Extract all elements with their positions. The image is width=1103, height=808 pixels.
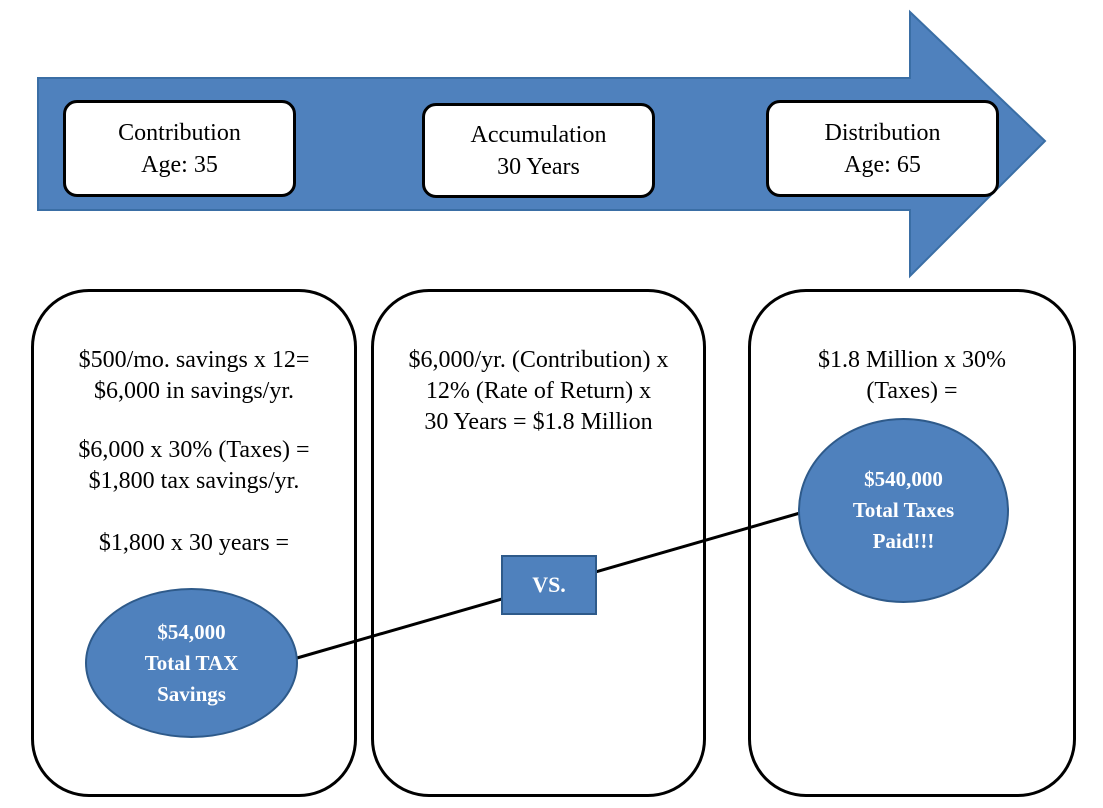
taxes-paid-label-2: Paid!!!: [872, 529, 935, 553]
tax-savings-label-1: Total TAX: [144, 650, 239, 675]
contribution-line-5: $1,800 x 30 years =: [98, 530, 290, 556]
contribution-line-3: $6,000 x 30% (Taxes) =: [78, 437, 310, 463]
stage-contribution-title: Contribution: [118, 119, 241, 146]
contribution-line-2: $6,000 in savings/yr.: [93, 378, 294, 404]
stage-distribution-title: Distribution: [824, 119, 941, 146]
stage-distribution: Distribution Age: 65: [766, 100, 999, 197]
accumulation-calc: $6,000/yr. (Contribution) x 12% (Rate of…: [374, 345, 703, 438]
accumulation-line-2: 12% (Rate of Return) x: [425, 378, 652, 404]
vs-badge: VS.: [501, 555, 597, 615]
stage-accumulation: Accumulation 30 Years: [422, 103, 655, 198]
distribution-line-1: $1.8 Million x 30%: [817, 347, 1006, 373]
taxes-paid-amount: $540,000: [864, 467, 943, 491]
accumulation-line-3: 30 Years = $1.8 Million: [424, 409, 653, 435]
stage-contribution-age: Age: 35: [141, 151, 218, 178]
stage-accumulation-title: Accumulation: [470, 121, 607, 148]
distribution-line-2: (Taxes) =: [866, 378, 958, 404]
stage-contribution: Contribution Age: 35: [63, 100, 296, 197]
contribution-line-1: $500/mo. savings x 12=: [78, 347, 310, 373]
taxes-paid-circle: $540,000 Total Taxes Paid!!!: [798, 418, 1009, 603]
stage-distribution-age: Age: 65: [844, 151, 921, 178]
contribution-calc-2: $6,000 x 30% (Taxes) = $1,800 tax saving…: [34, 435, 354, 497]
contribution-calc-3: $1,800 x 30 years =: [34, 528, 354, 559]
accumulation-line-1: $6,000/yr. (Contribution) x: [408, 347, 669, 373]
contribution-line-4: $1,800 tax savings/yr.: [88, 468, 300, 494]
vs-label: VS.: [532, 572, 566, 597]
tax-savings-amount: $54,000: [157, 619, 226, 644]
panel-accumulation: $6,000/yr. (Contribution) x 12% (Rate of…: [371, 289, 706, 797]
tax-savings-label-2: Savings: [157, 681, 226, 706]
distribution-calc: $1.8 Million x 30% (Taxes) =: [751, 345, 1073, 407]
panel-distribution: $1.8 Million x 30% (Taxes) =: [748, 289, 1076, 797]
taxes-paid-label-1: Total Taxes: [852, 498, 955, 522]
tax-savings-circle: $54,000 Total TAX Savings: [85, 588, 298, 738]
stage-accumulation-duration: 30 Years: [497, 153, 580, 180]
contribution-calc-1: $500/mo. savings x 12= $6,000 in savings…: [34, 345, 354, 407]
